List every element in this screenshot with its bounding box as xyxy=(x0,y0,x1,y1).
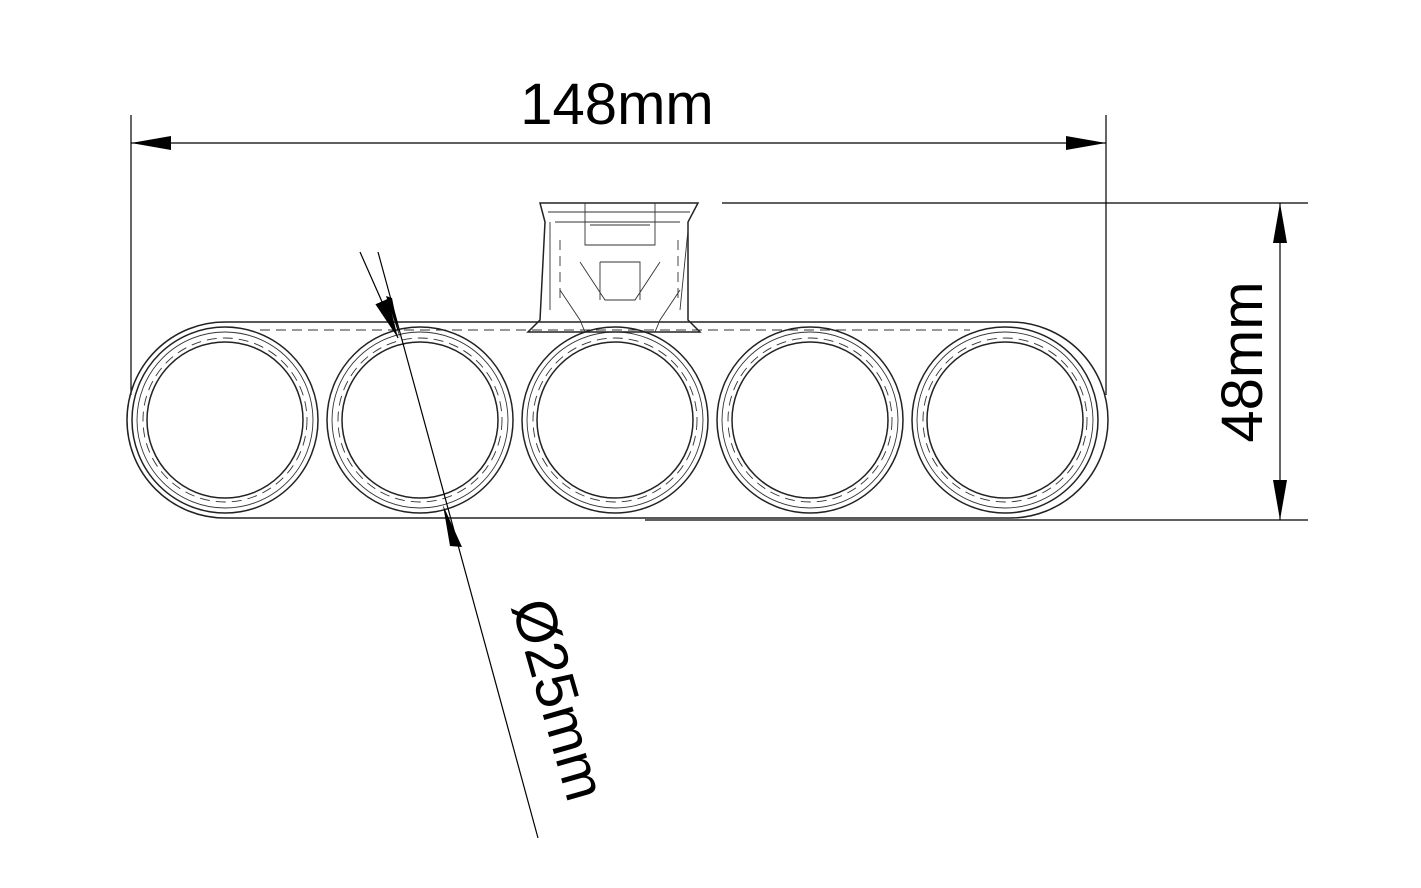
slot xyxy=(131,326,319,514)
slot-ring xyxy=(131,326,319,514)
width-label: 148mm xyxy=(520,72,713,137)
slot-ring xyxy=(926,341,1084,499)
slot-ring xyxy=(136,331,314,509)
slot-ring xyxy=(911,326,1099,514)
slot-ring xyxy=(916,331,1094,509)
slot-ring xyxy=(727,337,893,503)
slot xyxy=(521,326,709,514)
holder-body xyxy=(126,321,1109,519)
height-label: 48mm xyxy=(1210,281,1275,442)
slot-ring xyxy=(521,326,709,514)
slot-ring xyxy=(526,331,704,509)
slot xyxy=(326,326,514,514)
slot-ring xyxy=(721,331,899,509)
arrow-bottom xyxy=(443,505,462,547)
connector-detail xyxy=(548,203,690,333)
height-dimension: 48mm xyxy=(645,202,1308,521)
body-outline xyxy=(126,321,1109,519)
slot xyxy=(911,326,1099,514)
top-connector xyxy=(526,202,702,333)
slot-ring xyxy=(532,337,698,503)
slot-ring xyxy=(146,341,304,499)
arrow-top-guide xyxy=(359,251,399,339)
slot-ring xyxy=(142,337,308,503)
slot xyxy=(716,326,904,514)
slot-ring xyxy=(341,341,499,499)
slot-ring xyxy=(922,337,1088,503)
slot-ring xyxy=(716,326,904,514)
width-dimension: 148mm xyxy=(130,72,1107,395)
slot-ring xyxy=(331,331,509,509)
slot-ring xyxy=(536,341,694,499)
slot-ring xyxy=(731,341,889,499)
arrow-top xyxy=(386,296,400,338)
diameter-label: Ø25mm xyxy=(499,592,618,808)
slot-ring xyxy=(326,326,514,514)
connector-outline xyxy=(526,202,702,333)
slot-ring xyxy=(337,337,503,503)
